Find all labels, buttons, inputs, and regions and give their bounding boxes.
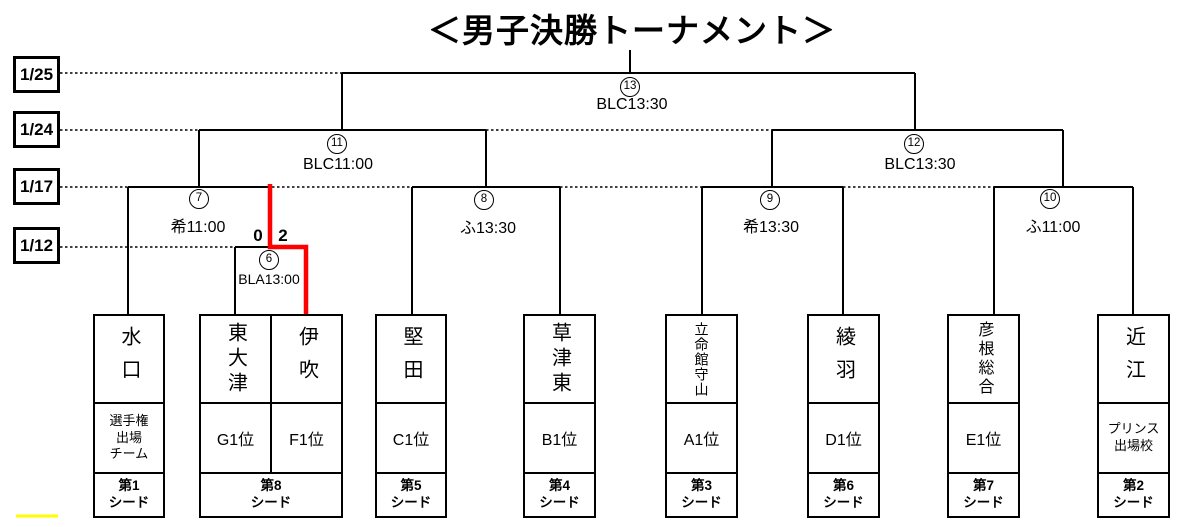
solid-bracket-lines bbox=[127, 50, 1134, 314]
match12-venue-time: BLC13:30 bbox=[884, 156, 956, 173]
team-name: 水口 bbox=[118, 326, 140, 392]
team-box-seed7: 彦根総合 E1位 第7 シード bbox=[947, 314, 1020, 518]
match6-score-left: 0 bbox=[253, 226, 263, 245]
team-box-seed1: 水口 選手権 出場 チーム 第1 シード bbox=[93, 314, 165, 518]
date-box-1-17: 1/17 bbox=[13, 168, 60, 205]
match11-venue-time: BLC11:00 bbox=[303, 156, 373, 173]
team-qualifier: E1位 bbox=[965, 432, 1002, 449]
match-number: 13 bbox=[623, 80, 637, 93]
team-qualifier: C1位 bbox=[392, 432, 430, 449]
team-name: 草津東 bbox=[548, 321, 571, 397]
winner-path-red-line bbox=[267, 184, 309, 314]
match9-number-circle: 9 bbox=[760, 190, 780, 210]
seed-label: 第6 シード bbox=[823, 478, 864, 510]
team-name-cell: 綾羽 bbox=[809, 316, 878, 404]
team-box-seed3: 立命館守山 A1位 第3 シード bbox=[665, 314, 738, 518]
team-qualifier: プリンス 出場校 bbox=[1107, 421, 1160, 453]
team-qualifier: A1位 bbox=[683, 432, 720, 449]
page-title: ＜男子決勝トーナメント＞ bbox=[428, 12, 836, 49]
team-qualifier: F1位 bbox=[270, 404, 341, 472]
match-number: 7 bbox=[195, 192, 203, 205]
match12-number-circle: 12 bbox=[904, 134, 924, 154]
team-qualifier: B1位 bbox=[541, 432, 578, 449]
team-name: 伊吹 bbox=[295, 326, 318, 392]
team-qualifier-cell: 選手権 出場 チーム bbox=[95, 404, 163, 474]
team-qualifier-cell: C1位 bbox=[377, 404, 445, 474]
team-box-seed5: 堅田 C1位 第5 シード bbox=[375, 314, 447, 518]
match9-venue-time: 希13:30 bbox=[742, 219, 800, 236]
match13-venue-time: BLC13:30 bbox=[596, 96, 668, 113]
team-qualifier-cell: B1位 bbox=[525, 404, 594, 474]
match8-number-circle: 8 bbox=[474, 190, 494, 210]
team-name: 堅田 bbox=[400, 326, 422, 392]
team-qualifier: G1位 bbox=[216, 432, 255, 449]
match-number: 12 bbox=[907, 137, 921, 150]
match7-venue-time: 希11:00 bbox=[170, 219, 226, 236]
match-number: 11 bbox=[331, 137, 343, 150]
team-name-cell: 伊吹 bbox=[270, 316, 341, 402]
match8-venue-time: ふ13:30 bbox=[459, 220, 517, 237]
date-label: 1/12 bbox=[19, 235, 54, 255]
team-name: 近江 bbox=[1122, 326, 1145, 392]
team-box-seed4: 草津東 B1位 第4 シード bbox=[523, 314, 596, 518]
date-label: 1/24 bbox=[19, 119, 54, 139]
seed-label: 第5 シード bbox=[390, 478, 432, 510]
team-box-seed2: 近江 プリンス 出場校 第2 シード bbox=[1097, 314, 1170, 518]
team-box-seed6: 綾羽 D1位 第6 シード bbox=[807, 314, 880, 518]
team-name-cell: 近江 bbox=[1099, 316, 1168, 404]
team-name: 彦根総合 bbox=[975, 321, 993, 397]
seed-label: 第4 シード bbox=[539, 478, 580, 510]
match-number: 6 bbox=[265, 253, 273, 266]
match-number: 9 bbox=[766, 193, 774, 206]
match6-score-right: 2 bbox=[278, 226, 288, 245]
seed-label: 第7 シード bbox=[963, 478, 1004, 510]
match13-number-circle: 13 bbox=[620, 77, 640, 97]
team-qualifier-cell: E1位 bbox=[949, 404, 1018, 474]
team-name-cell: 水口 bbox=[95, 316, 163, 404]
team-qualifier-row: G1位 F1位 bbox=[201, 404, 341, 474]
date-box-1-24: 1/24 bbox=[13, 111, 60, 148]
seed-label: 第8 シード bbox=[250, 478, 292, 510]
match-number: 8 bbox=[480, 193, 488, 206]
date-guide-dotted-lines bbox=[60, 72, 994, 248]
match10-number-circle: 10 bbox=[1040, 189, 1060, 209]
team-name-row: 東大津 伊吹 bbox=[201, 316, 341, 404]
team-name: 綾羽 bbox=[832, 326, 855, 392]
team-name-cell: 草津東 bbox=[525, 316, 594, 404]
date-label: 1/25 bbox=[19, 64, 54, 84]
seed-label: 第1 シード bbox=[108, 478, 150, 510]
match6-number-circle: 6 bbox=[259, 250, 279, 270]
seed-label: 第3 シード bbox=[681, 478, 722, 510]
team-qualifier-cell: A1位 bbox=[667, 404, 736, 474]
team-box-seed8-pair: 東大津 伊吹 G1位 F1位 第8 シード bbox=[199, 314, 343, 518]
seed-label: 第2 シード bbox=[1113, 478, 1154, 510]
team-name: 立命館守山 bbox=[693, 321, 710, 397]
team-name-cell: 彦根総合 bbox=[949, 316, 1018, 404]
team-qualifier: 選手権 出場 チーム bbox=[109, 412, 149, 462]
date-box-1-25: 1/25 bbox=[13, 56, 60, 93]
team-qualifier-cell: D1位 bbox=[809, 404, 878, 474]
team-name-cell: 立命館守山 bbox=[667, 316, 736, 404]
team-qualifier-cell: プリンス 出場校 bbox=[1099, 404, 1168, 474]
date-box-1-12: 1/12 bbox=[13, 227, 60, 264]
team-name-cell: 堅田 bbox=[377, 316, 445, 404]
match6-venue-time: BLA13:00 bbox=[238, 271, 300, 287]
match11-number-circle: 11 bbox=[327, 134, 347, 154]
team-name: 東大津 bbox=[224, 321, 247, 397]
match-number: 10 bbox=[1043, 192, 1057, 205]
match7-number-circle: 7 bbox=[189, 189, 209, 209]
team-qualifier: D1位 bbox=[825, 432, 862, 449]
date-label: 1/17 bbox=[19, 176, 54, 196]
team-name-cell: 東大津 bbox=[201, 316, 270, 402]
match10-venue-time: ふ11:00 bbox=[1025, 219, 1081, 236]
